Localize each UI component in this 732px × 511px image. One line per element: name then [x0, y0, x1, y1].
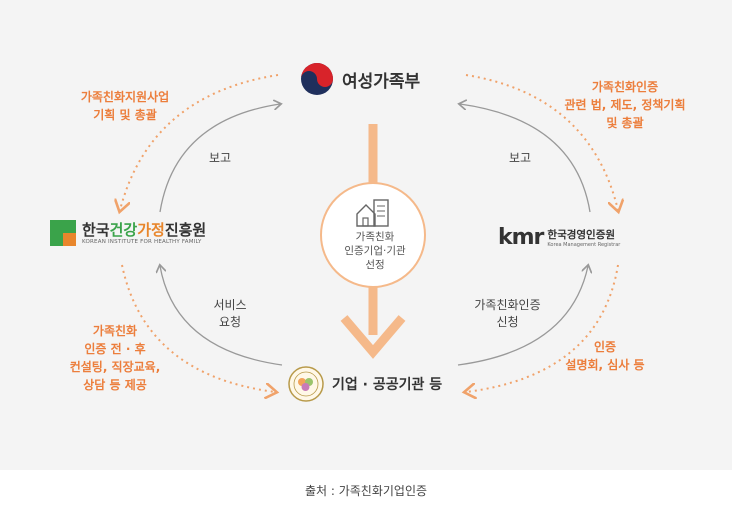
- label-line: 신청: [496, 315, 519, 329]
- enterprise-name: 기업 · 공공기관 등: [332, 377, 443, 393]
- label-bottom-left: 가족친화 인증 전 · 후 컨설팅, 직장교육, 상담 등 제공: [50, 322, 180, 394]
- label-line: 컨설팅, 직장교육,: [69, 360, 161, 374]
- label-top-right: 가족친화인증 관련 법, 제도, 정책기획 및 총괄: [540, 78, 710, 132]
- kihf-name-part: 건강: [109, 220, 138, 239]
- node-kmr: KMR 한국경영인증원 Korea Management Registrar: [498, 225, 620, 250]
- ministry-name: 여성가족부: [342, 71, 421, 92]
- label-line: 서비스: [213, 298, 247, 312]
- label-line: 가족친화인증: [474, 298, 541, 312]
- label-line: 가족친화: [92, 324, 138, 338]
- kihf-logo-icon: [50, 220, 76, 246]
- label-line: 가족친화인증: [591, 80, 659, 94]
- label-line: 기획 및 총괄: [93, 108, 157, 122]
- kihf-name-part: 한국: [82, 220, 110, 239]
- label-certification-apply: 가족친화인증 신청: [460, 297, 555, 331]
- kmr-name: 한국경영인증원: [547, 229, 616, 241]
- gray-arrow-cert-apply: [457, 266, 588, 366]
- certification-seal-icon: [288, 366, 324, 402]
- label-report-left: 보고: [208, 151, 232, 165]
- gray-arrow-report-left: [159, 104, 280, 213]
- node-enterprise: 기업 · 공공기관 등: [288, 366, 442, 402]
- house-icon: [356, 199, 389, 227]
- label-line: 설명회, 심사 등: [565, 358, 645, 372]
- source-caption: 출처 : 가족친화기업인증: [304, 484, 428, 498]
- flow-arrows: [0, 74, 732, 470]
- label-service-request: 서비스 요청: [200, 297, 260, 331]
- center-line-2: 인증기업·기관: [344, 245, 406, 257]
- node-kihf: 한국건강가정진흥원 KOREAN INSTITUTE FOR HEALTHY F…: [50, 220, 206, 246]
- label-line: 가족친화지원사업: [80, 90, 170, 104]
- label-report-right: 보고: [508, 151, 532, 165]
- label-line: 상담 등 제공: [83, 378, 147, 392]
- label-bottom-right: 인증 설명회, 심사 등: [545, 338, 665, 374]
- dotted-arrow-top-left: [120, 74, 279, 210]
- label-line: 관련 법, 제도, 정책기획: [564, 98, 686, 112]
- kihf-name: 한국건강가정진흥원: [82, 220, 207, 239]
- kihf-name-part: 가정: [137, 220, 165, 239]
- label-line: 요청: [218, 315, 242, 329]
- kmr-logo: KMR: [498, 225, 544, 250]
- taegeuk-icon: [301, 63, 333, 95]
- kihf-name-part: 진흥원: [164, 220, 207, 239]
- kihf-subtitle: KOREAN INSTITUTE FOR HEALTHY FAMILY: [82, 238, 202, 245]
- label-line: 인증: [593, 340, 617, 354]
- center-line-1: 가족친화: [355, 231, 395, 243]
- dotted-arrow-top-right: [465, 74, 618, 210]
- gray-arrow-report-right: [460, 104, 591, 213]
- center-text: 가족친화 인증기업·기관 선정: [325, 230, 425, 272]
- gray-arrow-service-request: [160, 266, 283, 366]
- label-top-left: 가족친화지원사업 기획 및 총괄: [60, 88, 190, 124]
- label-line: 및 총괄: [606, 116, 644, 130]
- center-line-3: 선정: [365, 259, 385, 271]
- kmr-subtitle: Korea Management Registrar: [547, 242, 621, 248]
- center-circle: [320, 182, 426, 288]
- label-line: 인증 전 · 후: [84, 342, 146, 356]
- node-ministry: 여성가족부: [300, 62, 420, 96]
